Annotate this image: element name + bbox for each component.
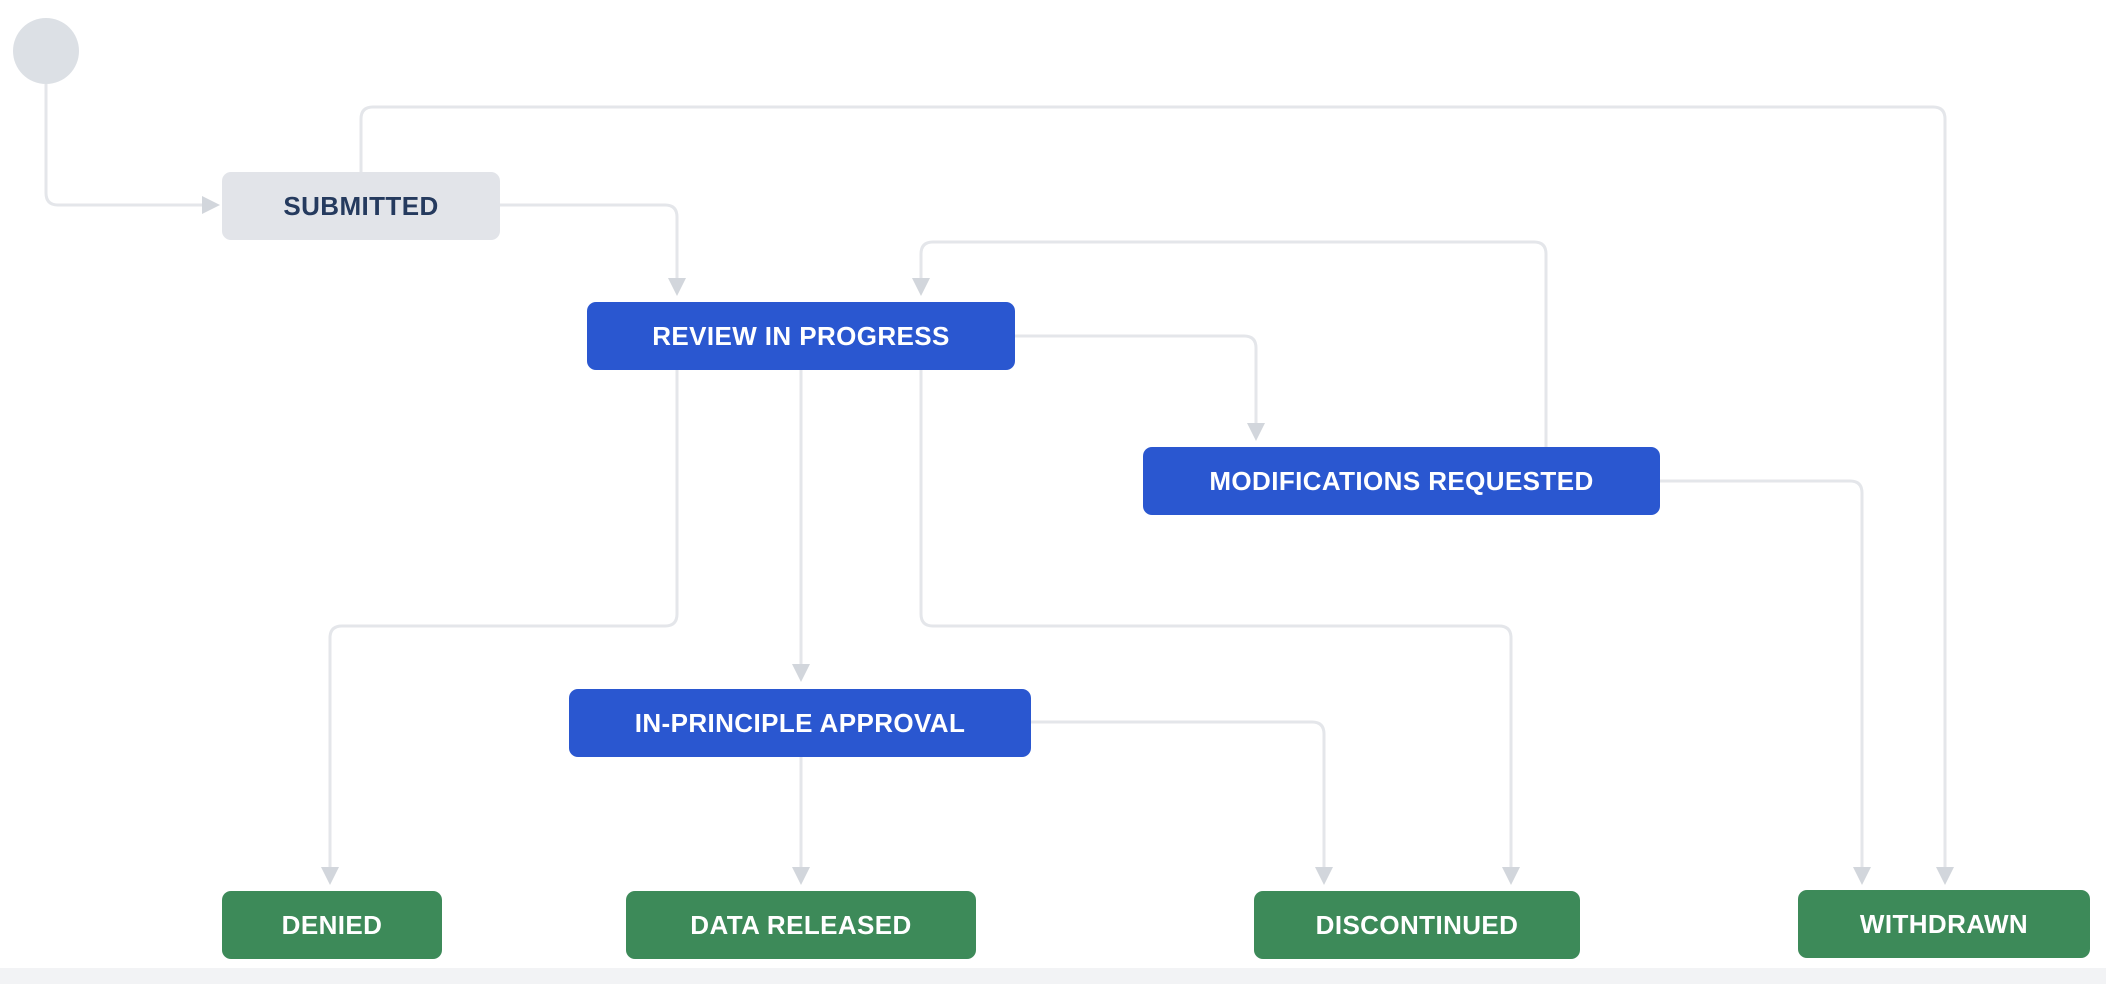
transition-line: [500, 203, 679, 278]
transition-submitted-to-withdrawn[interactable]: [359, 105, 1954, 885]
status-node-discontinued[interactable]: DISCONTINUED: [1254, 891, 1580, 959]
transition-line: [919, 370, 1513, 867]
arrowhead-down-icon: [792, 867, 810, 885]
canvas-bottom-edge: [0, 968, 2106, 984]
transition-review-in-progress-to-in-principle-approval[interactable]: [792, 370, 810, 682]
status-label: IN-PRINCIPLE APPROVAL: [634, 707, 966, 738]
status-label: WITHDRAWN: [1859, 908, 2029, 939]
status-label: DENIED: [281, 909, 383, 940]
status-node-review-in-progress[interactable]: REVIEW IN PROGRESS: [587, 302, 1015, 370]
arrowhead-down-icon: [1936, 867, 1954, 885]
transition-line: [1031, 720, 1326, 867]
transition-line: [359, 105, 1947, 867]
transition-in-principle-approval-to-data-released[interactable]: [792, 757, 810, 885]
transition-start-to-submitted[interactable]: [44, 84, 220, 214]
transition-submitted-to-review-in-progress[interactable]: [500, 203, 686, 296]
transition-line: [1660, 479, 1864, 867]
status-label: MODIFICATIONS REQUESTED: [1209, 465, 1594, 496]
status-node-submitted[interactable]: SUBMITTED: [222, 172, 500, 240]
start-node[interactable]: [13, 18, 79, 84]
arrowhead-down-icon: [912, 278, 930, 296]
arrowhead-down-icon: [668, 278, 686, 296]
arrowhead-down-icon: [1502, 867, 1520, 885]
transition-modifications-requested-to-review-in-progress[interactable]: [912, 240, 1548, 447]
status-label: DISCONTINUED: [1315, 909, 1519, 940]
transition-review-in-progress-to-modifications-requested[interactable]: [1015, 334, 1265, 441]
transition-line: [44, 84, 202, 207]
status-node-data-released[interactable]: DATA RELEASED: [626, 891, 976, 959]
arrowhead-down-icon: [1315, 867, 1333, 885]
status-node-withdrawn[interactable]: WITHDRAWN: [1798, 890, 2090, 958]
arrowhead-right-icon: [202, 196, 220, 214]
status-node-in-principle-approval[interactable]: IN-PRINCIPLE APPROVAL: [569, 689, 1031, 757]
transition-review-in-progress-to-denied[interactable]: [321, 370, 679, 885]
status-node-denied[interactable]: DENIED: [222, 891, 442, 959]
status-label: REVIEW IN PROGRESS: [652, 320, 950, 351]
arrowhead-down-icon: [1853, 867, 1871, 885]
status-label: DATA RELEASED: [690, 909, 912, 940]
transition-line: [919, 240, 1548, 447]
transition-line: [1015, 334, 1258, 423]
transition-modifications-requested-to-withdrawn[interactable]: [1660, 479, 1871, 885]
transition-line: [328, 370, 679, 867]
status-label: SUBMITTED: [283, 190, 439, 221]
status-node-modifications-requested[interactable]: MODIFICATIONS REQUESTED: [1143, 447, 1660, 515]
arrowhead-down-icon: [321, 867, 339, 885]
arrowhead-down-icon: [1247, 423, 1265, 441]
arrowhead-down-icon: [792, 664, 810, 682]
transition-in-principle-approval-to-discontinued[interactable]: [1031, 720, 1333, 885]
transition-review-in-progress-to-discontinued[interactable]: [919, 370, 1520, 885]
